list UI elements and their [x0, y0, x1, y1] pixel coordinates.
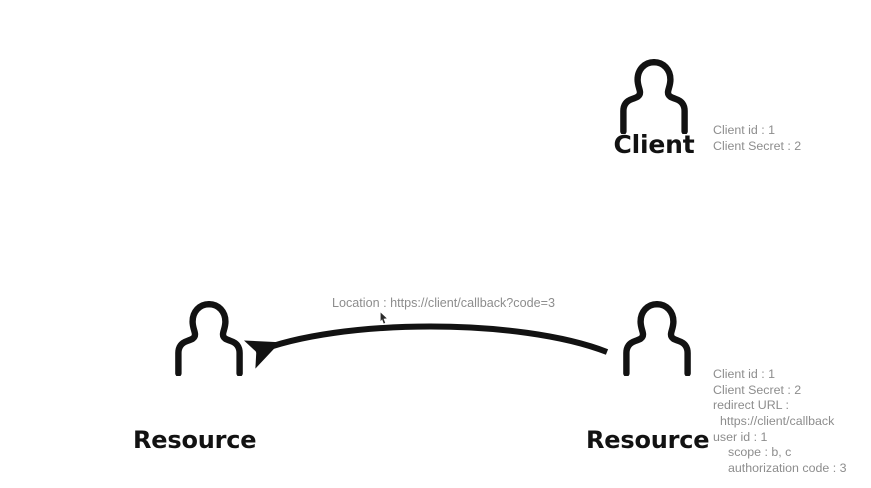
note-line: Client Secret : 2	[713, 382, 802, 397]
actor-resource-owner-label-line-1: Resource	[133, 425, 257, 454]
actor-resource-server[interactable]: Resource Server	[586, 300, 710, 453]
actor-resource-owner-label: Resource Owner	[133, 376, 257, 488]
note-line: redirect URL :	[713, 398, 789, 413]
note-line: authorization code : 3	[728, 460, 847, 475]
actor-resource-owner[interactable]: Resource Owner	[133, 300, 257, 453]
note-line: Client id : 1	[713, 123, 775, 137]
person-icon	[623, 301, 691, 376]
redirect-arrow-path	[243, 323, 609, 369]
actor-client-label: Client	[613, 130, 695, 159]
mouse-cursor-icon	[380, 312, 387, 324]
redirect-arrow-label: Location : https://client/callback?code=…	[332, 296, 555, 310]
note-line: scope : b, c	[728, 445, 792, 460]
note-line: Client id : 1	[713, 367, 775, 381]
note-line: https://client/callback	[720, 413, 835, 428]
person-icon	[175, 301, 243, 376]
actor-resource-server-label-line-1: Resource	[586, 425, 710, 454]
note-line: Client Secret : 2	[713, 138, 802, 153]
actor-client[interactable]: Client	[614, 58, 695, 158]
note-line: user id : 1	[713, 429, 768, 444]
actor-resource-server-label: Resource Server	[586, 376, 710, 488]
person-icon	[620, 59, 688, 134]
